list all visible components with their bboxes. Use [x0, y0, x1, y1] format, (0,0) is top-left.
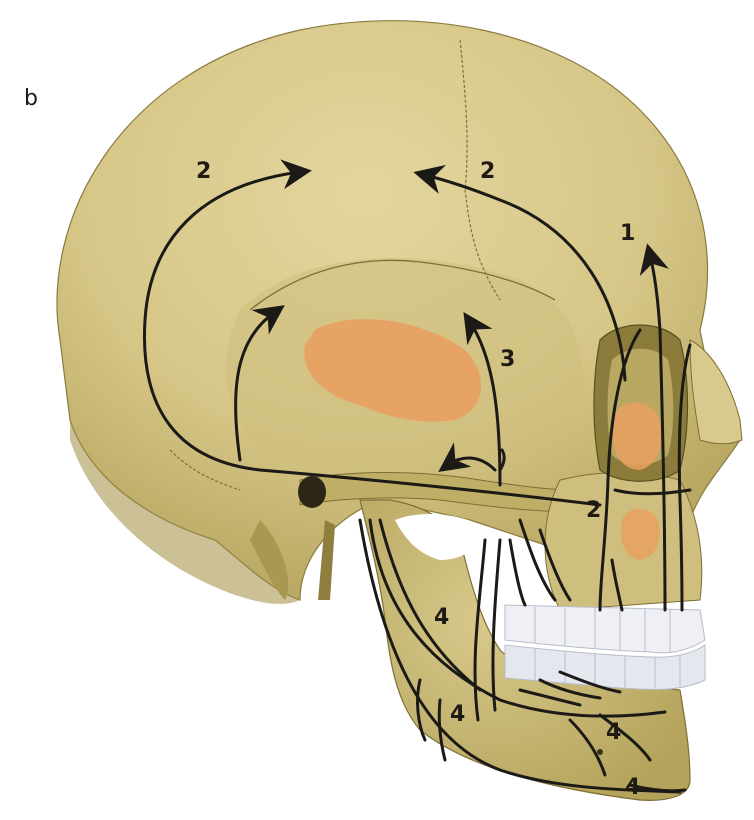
label-3: 3: [500, 349, 515, 371]
label-4-right: 4: [606, 722, 621, 744]
label-4-bottom: 4: [625, 777, 640, 799]
label-1: 1: [620, 223, 635, 245]
label-4-upper: 4: [434, 607, 449, 629]
panel-letter: b: [24, 88, 38, 110]
label-4-middle: 4: [450, 704, 465, 726]
cheek-branch-2: [510, 540, 525, 605]
label-2-right: 2: [480, 161, 495, 183]
external-acoustic-meatus: [298, 476, 326, 508]
label-2-lower: 2: [586, 500, 601, 522]
nasal-bone: [690, 340, 742, 444]
label-2-left: 2: [196, 161, 211, 183]
upper-teeth: [505, 605, 705, 653]
mental-foramen: [597, 749, 603, 755]
